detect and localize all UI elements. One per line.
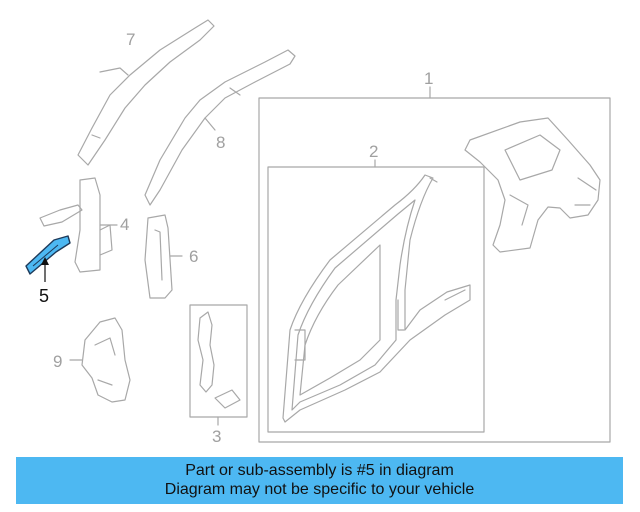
callout-1: 1 bbox=[424, 69, 433, 88]
part-2-drawing bbox=[282, 174, 471, 423]
part-6-drawing bbox=[144, 214, 183, 299]
callout-8: 8 bbox=[216, 133, 225, 152]
part-9-drawing bbox=[69, 317, 131, 403]
banner-line-2: Diagram may not be specific to your vehi… bbox=[164, 481, 475, 498]
callout-3: 3 bbox=[212, 427, 221, 446]
part-8-drawing bbox=[144, 49, 296, 206]
callout-7: 7 bbox=[126, 30, 135, 49]
part-5-highlighted bbox=[25, 235, 71, 282]
part-1-box bbox=[258, 97, 611, 443]
callout-6: 6 bbox=[189, 247, 198, 266]
callout-4: 4 bbox=[120, 215, 129, 234]
callout-5: 5 bbox=[39, 286, 49, 306]
part-1-drawing bbox=[464, 117, 601, 253]
part-4-drawing bbox=[39, 177, 118, 273]
callout-2: 2 bbox=[369, 142, 378, 161]
part-3-drawing bbox=[197, 311, 241, 409]
banner-line-1: Part or sub-assembly is #5 in diagram bbox=[185, 462, 454, 479]
info-banner: Part or sub-assembly is #5 in diagram Di… bbox=[16, 457, 623, 504]
callout-9: 9 bbox=[53, 352, 62, 371]
part-7-drawing bbox=[77, 19, 215, 166]
part-2-box bbox=[267, 166, 485, 433]
